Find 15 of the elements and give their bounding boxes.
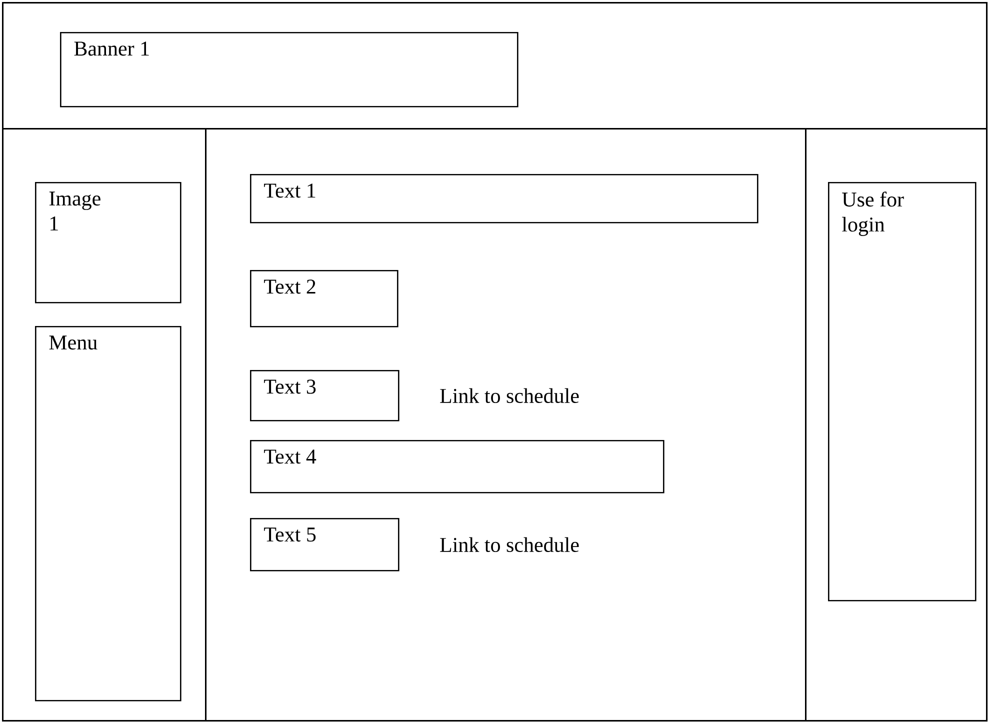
sidebar-panel bbox=[2, 128, 206, 722]
placeholder-box: Use for login bbox=[828, 182, 976, 602]
placeholder-box: Text 1 bbox=[250, 174, 758, 224]
content-panel bbox=[205, 128, 806, 722]
placeholder-box: Text 5 bbox=[250, 518, 400, 572]
link-text: Link to schedule bbox=[440, 537, 579, 552]
placeholder-box: Text 2 bbox=[250, 270, 398, 328]
sidebar-panel bbox=[805, 128, 988, 722]
placeholder-box: Text 3 bbox=[250, 370, 400, 422]
link-text: Link to schedule bbox=[440, 388, 579, 404]
placeholder-box: Menu bbox=[35, 326, 182, 702]
header-panel bbox=[2, 2, 988, 130]
placeholder-box: Image 1 bbox=[35, 182, 182, 304]
placeholder-box: Banner 1 bbox=[60, 32, 518, 108]
placeholder-box: Text 4 bbox=[250, 440, 664, 494]
